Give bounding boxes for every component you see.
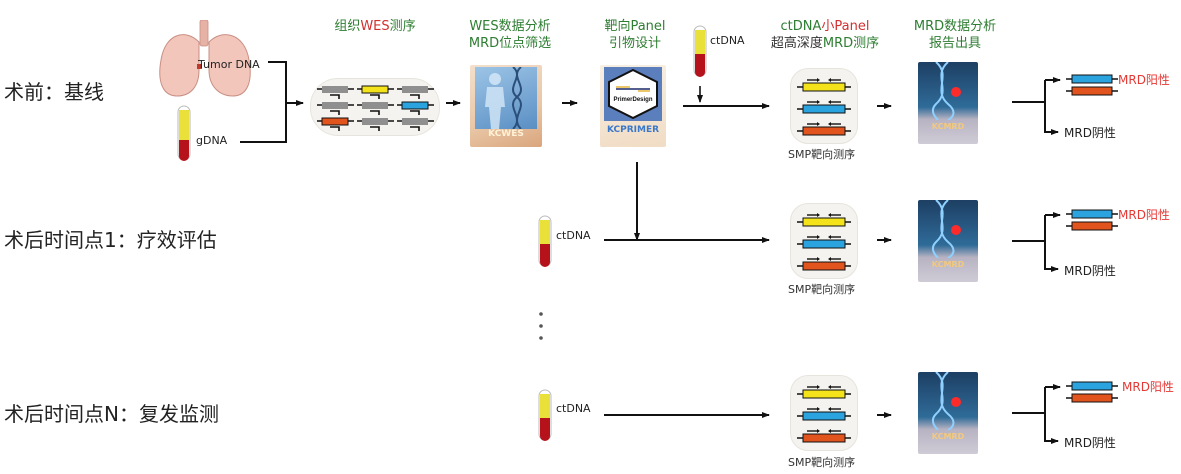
kcmrd-card: KCMRD xyxy=(918,200,978,282)
human-body-icon xyxy=(485,66,522,130)
header-panel-design-line2: 引物设计 xyxy=(608,36,661,51)
header-wes-seq-part1: 组织 xyxy=(334,19,361,34)
smp-panel xyxy=(790,68,858,144)
header-panel-design-line1: 靶向Panel xyxy=(604,19,666,34)
header-wes-analysis-line1: WES数据分析 xyxy=(469,19,551,34)
header-wes-seq-part2: WES xyxy=(360,19,390,34)
header-ctdna-panel-part4: MRD测序 xyxy=(822,36,880,51)
amplicon-pair-icon xyxy=(1066,74,1118,96)
kcwes-card: KCWES xyxy=(470,65,542,147)
header-ctdna-panel-part3: 超高深度 xyxy=(770,36,823,51)
header-panel-design: 靶向Panel 引物设计 xyxy=(585,18,685,52)
gdna-label: gDNA xyxy=(196,134,228,147)
mrd-positive-label: MRD阳性 xyxy=(1118,73,1170,87)
tumor-dna-label: Tumor DNA xyxy=(198,58,260,71)
mrd-positive-label: MRD阳性 xyxy=(1122,380,1174,394)
header-mrd-report-line2: 报告出具 xyxy=(928,36,981,51)
mrd-positive-label: MRD阳性 xyxy=(1118,208,1170,222)
kcmrd-title: KCMRD xyxy=(931,122,965,131)
kcwes-dna-figure xyxy=(475,66,537,130)
blood-tube-ctdna-tpn-icon xyxy=(538,389,552,441)
header-ctdna-panel-part1: ctDNA xyxy=(780,19,822,34)
positive-result-amplicons xyxy=(1064,380,1124,404)
primer-design-hexagon-icon: PrimerDesign xyxy=(608,68,658,120)
result-fork-tpn xyxy=(1012,384,1061,444)
kcmrd-title: KCMRD xyxy=(931,432,965,441)
header-ctdna-panel-part2: 小Panel xyxy=(821,19,870,34)
amplicon-pair-icon xyxy=(1066,209,1118,231)
kcprimer-title: KCPRIMER xyxy=(606,125,660,135)
smp-panel xyxy=(790,203,858,279)
positive-result-amplicons xyxy=(1064,208,1124,232)
smp-caption: SMP靶向测序 xyxy=(788,283,856,296)
stage-label-timepoint-1: 术后时间点1：疗效评估 xyxy=(4,228,217,252)
kcwes-title: KCWES xyxy=(488,129,524,139)
header-wes-analysis: WES数据分析 MRD位点筛选 xyxy=(455,18,565,52)
kcprimer-logo-bg: PrimerDesign xyxy=(604,67,662,121)
header-wes-analysis-line2: MRD位点筛选 xyxy=(468,36,552,51)
smp-amplicons-icon xyxy=(797,213,851,271)
kcmrd-title: KCMRD xyxy=(931,260,965,269)
smp-panel xyxy=(790,375,858,451)
ctdna-label-baseline: ctDNA xyxy=(710,34,745,47)
ctdna-label-tpn: ctDNA xyxy=(556,402,591,415)
mrd-negative-label: MRD阴性 xyxy=(1064,126,1116,140)
primer-design-text: PrimerDesign xyxy=(613,97,652,103)
blood-tube-gdna-icon xyxy=(177,105,191,161)
mrd-negative-label: MRD阴性 xyxy=(1064,264,1116,278)
header-ctdna-panel: ctDNA小Panel 超高深度MRD测序 xyxy=(760,18,890,52)
positive-result-amplicons xyxy=(1064,73,1124,97)
dna-helix-icon xyxy=(931,62,961,121)
amplicon-pair-icon xyxy=(1066,381,1118,403)
header-wes-sequencing: 组织WES测序 xyxy=(320,18,430,35)
ellipsis-icon xyxy=(539,312,543,340)
kcmrd-card: KCMRD xyxy=(918,62,978,144)
result-fork-tp1 xyxy=(1012,212,1061,272)
smp-amplicons-icon xyxy=(797,78,851,136)
mrd-negative-label: MRD阴性 xyxy=(1064,436,1116,450)
kcmrd-card: KCMRD xyxy=(918,372,978,454)
result-fork-baseline xyxy=(1012,77,1061,135)
stage-label-timepoint-n: 术后时间点N：复发监测 xyxy=(4,402,219,426)
kcprimer-card: PrimerDesign KCPRIMER xyxy=(600,65,666,147)
ctdna-label-tp1: ctDNA xyxy=(556,229,591,242)
wes-amplicon-grid xyxy=(317,85,434,131)
dna-helix-icon xyxy=(931,200,961,259)
header-mrd-report: MRD数据分析 报告出具 xyxy=(900,18,1010,52)
blood-tube-ctdna-tp1-icon xyxy=(538,215,552,267)
lungs-icon xyxy=(159,20,251,97)
smp-caption: SMP靶向测序 xyxy=(788,148,856,161)
blood-tube-ctdna-baseline-icon xyxy=(693,25,707,77)
dna-helix-icon xyxy=(931,372,961,431)
smp-amplicons-icon xyxy=(797,385,851,443)
header-wes-seq-part3: 测序 xyxy=(389,19,416,34)
header-mrd-report-line1: MRD数据分析 xyxy=(913,19,997,34)
stage-label-baseline: 术前：基线 xyxy=(4,80,104,104)
smp-caption: SMP靶向测序 xyxy=(788,456,856,469)
